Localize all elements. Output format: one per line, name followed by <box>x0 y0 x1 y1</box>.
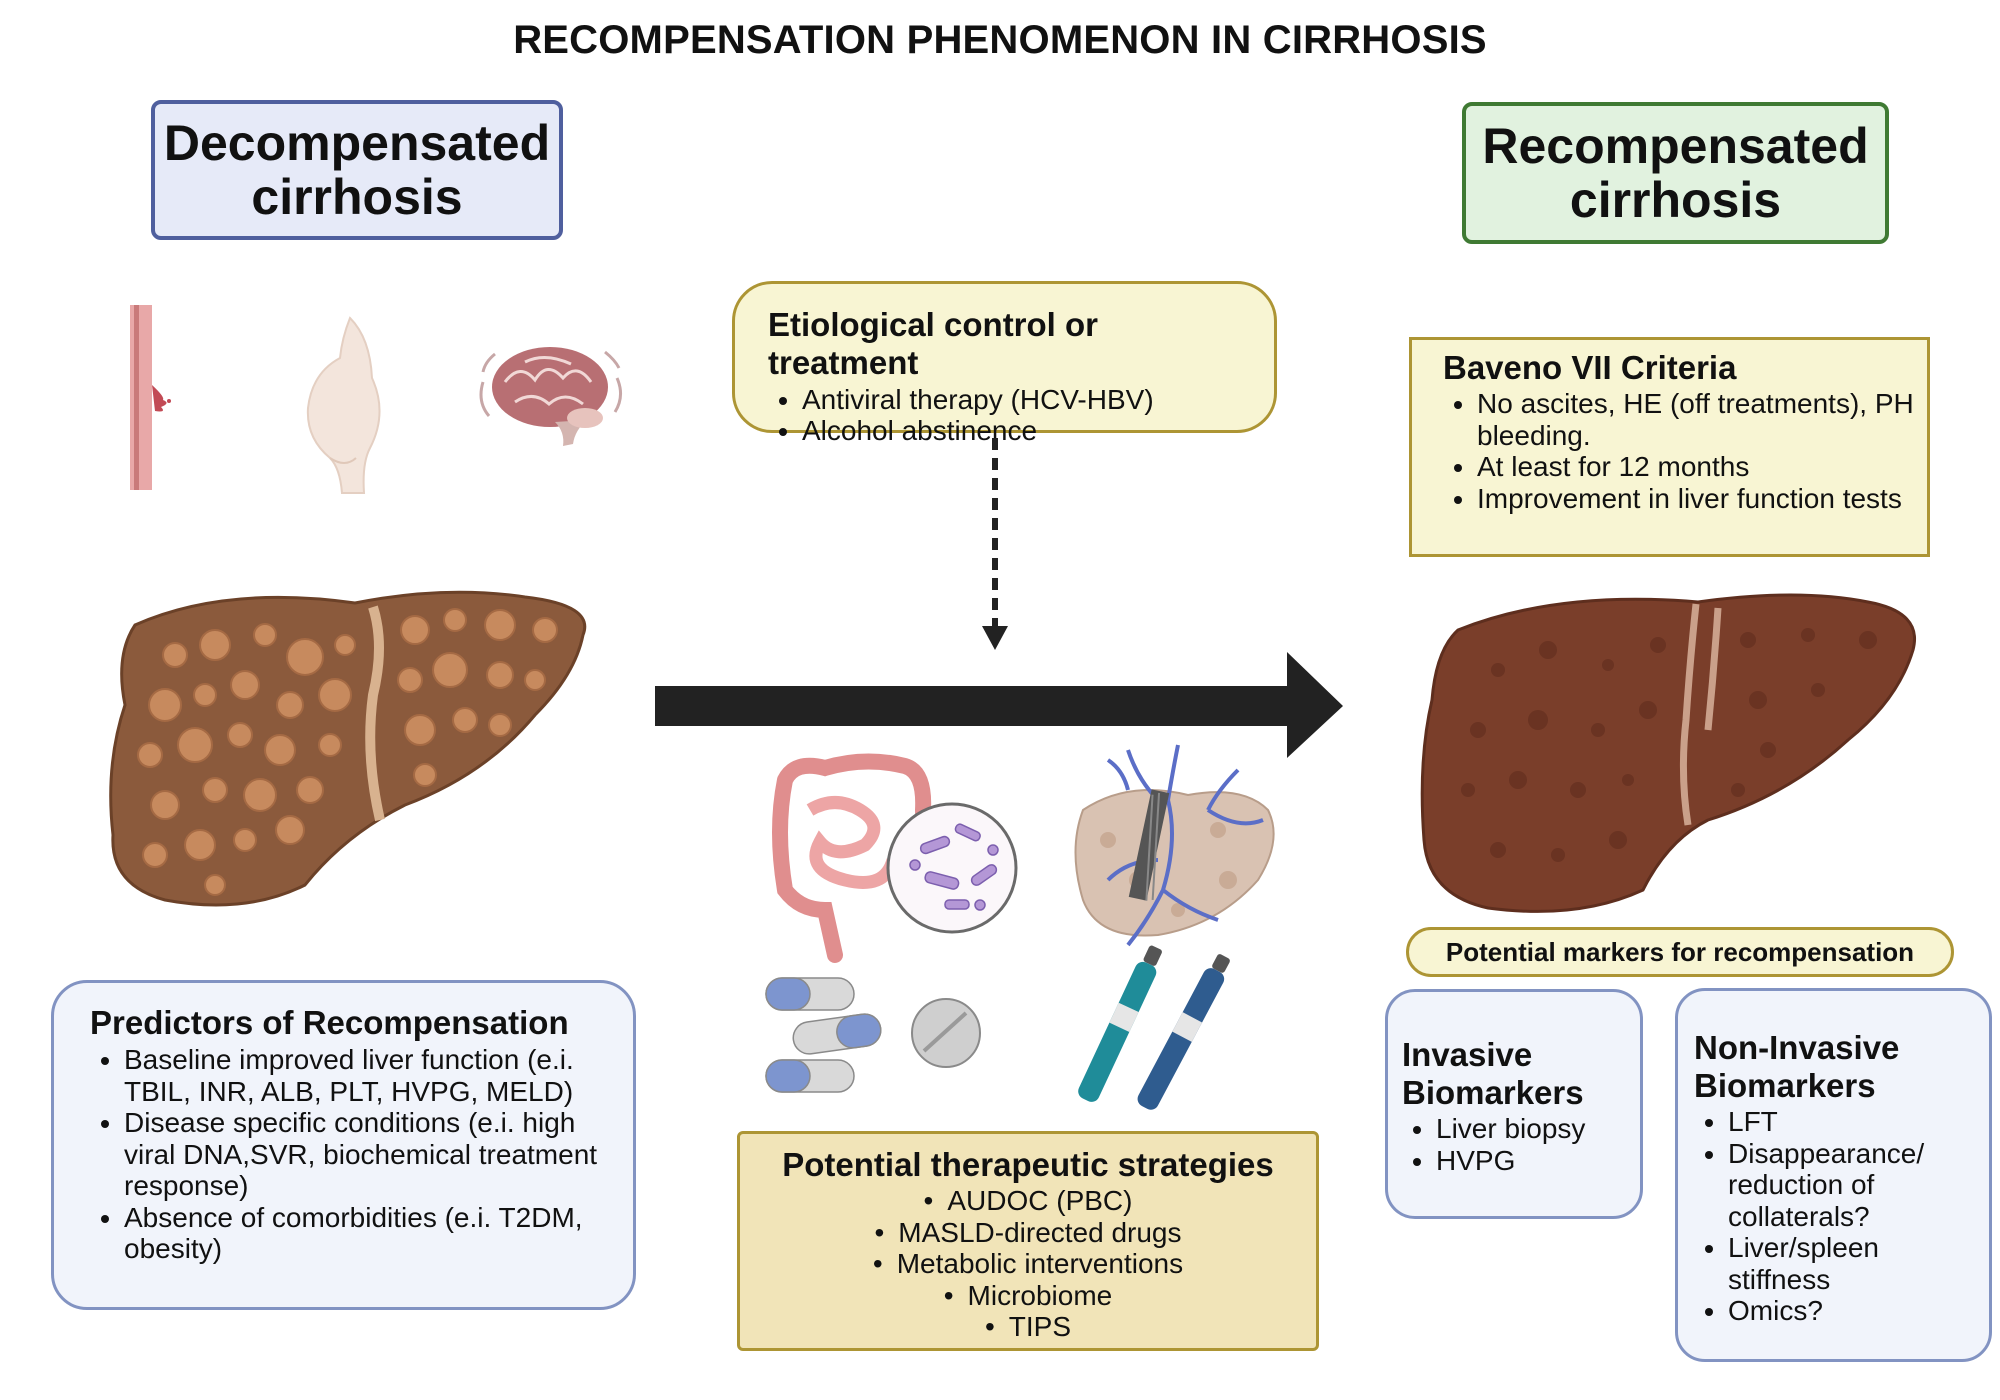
main-progress-arrow <box>655 652 1343 758</box>
predictors-list: Baseline improved liver function (e.i. T… <box>90 1044 613 1265</box>
tips-liver-icon <box>1074 744 1275 947</box>
therapy-heading: Potential therapeutic strategies <box>782 1146 1274 1183</box>
ascites-abdomen-icon <box>306 316 381 494</box>
recompensated-header-line1: Recompensated <box>1482 118 1869 174</box>
noninvasive-heading: Non-Invasive Biomarkers <box>1694 1029 1979 1105</box>
decompensated-header-line2: cirrhosis <box>251 169 463 225</box>
invasive-heading-line1: Invasive <box>1402 1036 1533 1073</box>
invasive-biomarkers-box: Invasive Biomarkers Liver biopsy HVPG <box>1385 989 1643 1219</box>
invasive-item: HVPG <box>1436 1145 1630 1177</box>
baveno-heading: Baveno VII Criteria <box>1443 349 1737 386</box>
predictor-item: Baseline improved liver function (e.i. T… <box>124 1044 613 1107</box>
etiology-box: Etiological control or treatment Antivir… <box>732 281 1277 446</box>
decompensated-header: Decompensated cirrhosis <box>151 100 563 240</box>
dashed-arrow-down <box>982 438 1008 650</box>
baveno-item: Improvement in liver function tests <box>1477 483 1917 515</box>
recompensated-header-line2: cirrhosis <box>1569 172 1782 228</box>
invasive-list: Liver biopsy HVPG <box>1402 1113 1630 1176</box>
etiology-item: Antiviral therapy (HCV-HBV) <box>802 384 1244 415</box>
noninvasive-heading-line2: Biomarkers <box>1694 1067 1876 1104</box>
noninvasive-biomarkers-box: Non-Invasive Biomarkers LFT Disappearanc… <box>1675 988 1992 1362</box>
noninvasive-item: Liver/spleen stiffness <box>1728 1232 1979 1295</box>
therapy-item: TIPS <box>750 1311 1306 1343</box>
recompensated-header: Recompensated cirrhosis <box>1462 102 1889 244</box>
therapy-item: AUDOC (PBC) <box>750 1185 1306 1217</box>
noninvasive-item: Disappearance/ reduction of collaterals? <box>1728 1138 1979 1233</box>
baveno-item: No ascites, HE (off treatments), PH blee… <box>1477 388 1917 451</box>
invasive-heading-line2: Biomarkers <box>1402 1074 1584 1111</box>
therapy-box: Potential therapeutic strategies AUDOC (… <box>737 1131 1319 1351</box>
noninvasive-item: Omics? <box>1728 1295 1979 1327</box>
capsule-pills-icon <box>765 977 882 1093</box>
recompensated-liver-icon <box>1420 593 1916 913</box>
decompensated-header-line1: Decompensated <box>163 115 551 171</box>
tablet-icon <box>911 998 981 1068</box>
therapy-item: Metabolic interventions <box>750 1248 1306 1280</box>
encephalopathy-brain-icon <box>479 347 622 446</box>
noninvasive-heading-line1: Non-Invasive <box>1694 1029 1900 1066</box>
therapy-item: Microbiome <box>750 1280 1306 1312</box>
therapy-item: MASLD-directed drugs <box>750 1217 1306 1249</box>
etiology-item: Alcohol abstinence <box>802 415 1244 446</box>
baveno-item: At least for 12 months <box>1477 451 1917 483</box>
predictors-heading: Predictors of Recompensation <box>90 1004 569 1041</box>
predictor-item: Disease specific conditions (e.i. high v… <box>124 1107 613 1202</box>
diagram-title: RECOMPENSATION PHENOMENON IN CIRRHOSIS <box>513 18 1487 62</box>
predictors-box: Predictors of Recompensation Baseline im… <box>51 980 636 1310</box>
invasive-heading: Invasive Biomarkers <box>1402 1036 1630 1112</box>
invasive-item: Liver biopsy <box>1436 1113 1630 1145</box>
noninvasive-list: LFT Disappearance/ reduction of collater… <box>1694 1106 1979 1327</box>
etiology-list: Antiviral therapy (HCV-HBV) Alcohol abst… <box>768 384 1244 446</box>
varices-bleeding-icon <box>130 305 171 490</box>
baveno-criteria-box: Baveno VII Criteria No ascites, HE (off … <box>1409 337 1930 557</box>
cirrhotic-liver-icon <box>109 590 587 907</box>
etiology-heading: Etiological control or treatment <box>768 306 1099 381</box>
markers-label: Potential markers for recompensation <box>1406 927 1954 977</box>
baveno-list: No ascites, HE (off treatments), PH blee… <box>1443 388 1917 514</box>
predictor-item: Absence of comorbidities (e.i. T2DM, obe… <box>124 1202 613 1265</box>
injection-pen-icon <box>1078 945 1230 1110</box>
gut-microbiome-icon <box>772 753 1018 963</box>
noninvasive-item: LFT <box>1728 1106 1979 1138</box>
